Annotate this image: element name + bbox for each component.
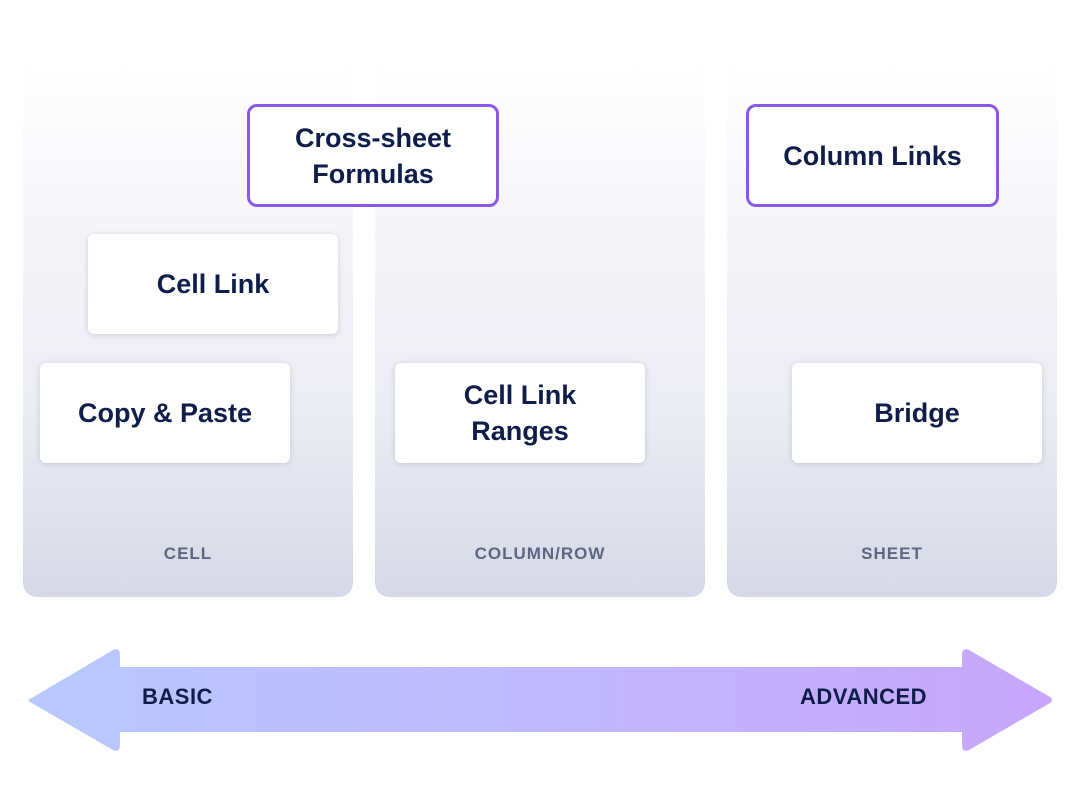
card-bridge: Bridge [792, 363, 1042, 463]
card-copy-paste: Copy & Paste [40, 363, 290, 463]
column-label-sheet: SHEET [861, 544, 923, 563]
card-cross-sheet-formulas: Cross-sheet Formulas [247, 104, 499, 207]
column-label-cell: CELL [163, 544, 213, 563]
card-cell-link: Cell Link [88, 234, 338, 334]
arrow-label-basic: BASIC [142, 684, 213, 709]
card-cell-link-ranges: Cell Link Ranges [395, 363, 645, 463]
arrow-label-advanced: ADVANCED [800, 684, 928, 709]
card-column-links: Column Links [746, 104, 999, 207]
column-label-column-row: COLUMN/ROW [474, 544, 606, 563]
arrow-shape [28, 649, 1052, 751]
